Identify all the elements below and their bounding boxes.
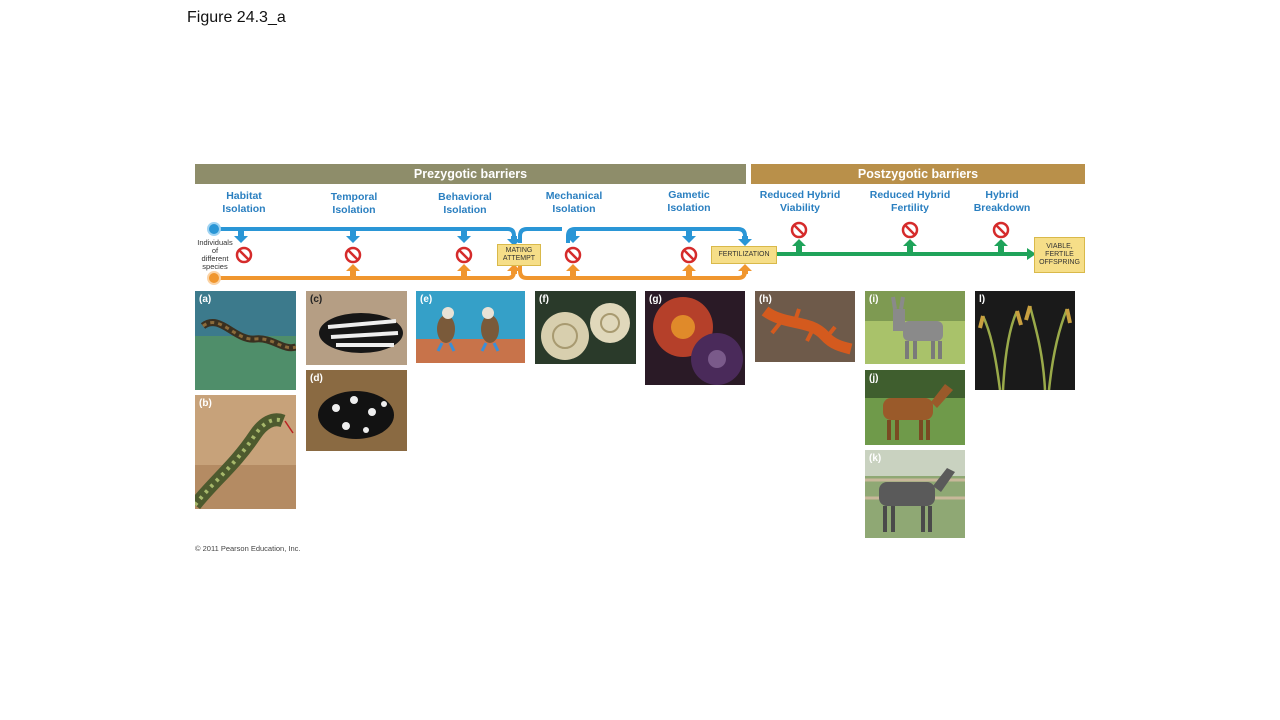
orange-up-arrow xyxy=(346,264,360,278)
barrier-label-line: Temporal xyxy=(330,191,378,203)
stop-sign-icon xyxy=(790,221,808,239)
tag-line: FERTILE xyxy=(1045,251,1074,258)
photo-label: (f) xyxy=(539,294,549,305)
blue-down-arrow xyxy=(682,229,696,243)
photo-horse: (j) xyxy=(865,370,965,445)
orange-flow-line xyxy=(518,266,747,280)
photo-western-spotted-skunk: (d) xyxy=(306,370,407,451)
orange-up-arrow xyxy=(566,264,580,278)
photo-label: (a) xyxy=(199,294,212,305)
prezygotic-band: Prezygotic barriers xyxy=(195,164,746,184)
barrier-label-line: Hybrid xyxy=(985,189,1019,201)
stop-sign-icon xyxy=(680,246,698,264)
barrier-label-line: Mechanical xyxy=(545,190,603,202)
photo-label: (g) xyxy=(649,294,662,305)
photo-salamander: (h) xyxy=(755,291,855,362)
blue-flow-line xyxy=(518,227,562,243)
individuals-label: Individuals of different species xyxy=(192,239,238,271)
barrier-label-breakdown: Hybrid Breakdown xyxy=(947,189,1057,215)
green-up-arrow xyxy=(994,239,1008,254)
green-arrowhead xyxy=(1027,248,1036,260)
barrier-label-fertility: Reduced Hybrid Fertility xyxy=(855,189,965,215)
photo-label: (d) xyxy=(310,373,323,384)
individuals-line: different xyxy=(201,254,229,263)
blue-down-arrow xyxy=(346,229,360,243)
tag-line: VIABLE, xyxy=(1046,243,1073,250)
barrier-label-line: Behavioral xyxy=(438,191,492,203)
orange-up-arrow xyxy=(507,264,521,274)
mating-attempt-tag: MATING ATTEMPT xyxy=(497,244,541,266)
photo-snails: (f) xyxy=(535,291,636,364)
blue-down-arrow xyxy=(234,229,248,243)
photo-donkey: (i) xyxy=(865,291,965,364)
photo-mule: (k) xyxy=(865,450,965,538)
figure-title: Figure 24.3_a xyxy=(187,9,286,26)
tag-line: MATING xyxy=(505,247,533,254)
barrier-label-line: Fertility xyxy=(891,202,929,214)
barrier-label-line: Gametic xyxy=(668,189,710,201)
stop-sign-icon xyxy=(455,246,473,264)
individuals-line: of xyxy=(211,246,219,255)
tag-line: OFFSPRING xyxy=(1039,259,1080,266)
photo-label: (h) xyxy=(759,294,772,305)
stop-sign-icon xyxy=(344,246,362,264)
photo-blue-footed-boobies: (e) xyxy=(416,291,525,363)
blue-down-arrow xyxy=(738,236,752,246)
orange-flow-line xyxy=(214,266,516,280)
photo-label: l) xyxy=(979,294,986,305)
viable-offspring-tag: VIABLE, FERTILE OFFSPRING xyxy=(1034,237,1085,273)
barrier-label-viability: Reduced Hybrid Viability xyxy=(745,189,855,215)
barrier-label-gametic: Gametic Isolation xyxy=(634,189,744,215)
postzygotic-band: Postzygotic barriers xyxy=(751,164,1085,184)
blue-flow-line xyxy=(214,227,516,242)
barrier-label-line: Isolation xyxy=(552,203,596,215)
stop-sign-icon xyxy=(564,246,582,264)
barrier-label-line: Habitat xyxy=(226,190,262,202)
barrier-label-habitat: Habitat Isolation xyxy=(189,190,299,216)
photo-rice-plants: l) xyxy=(975,291,1075,390)
barrier-label-line: Isolation xyxy=(222,203,266,215)
individuals-line: species xyxy=(202,262,228,271)
orange-up-arrow xyxy=(457,264,471,278)
stop-sign-icon xyxy=(235,246,253,264)
photo-label: (e) xyxy=(420,294,433,305)
orange-up-arrow xyxy=(738,264,752,274)
stop-sign-icon xyxy=(901,221,919,239)
tag-line: ATTEMPT xyxy=(502,255,536,262)
barrier-label-line: Breakdown xyxy=(973,202,1031,214)
photo-label: (i) xyxy=(869,294,879,305)
blue-flow-line xyxy=(566,227,747,243)
barrier-label-line: Isolation xyxy=(443,204,487,216)
barrier-label-line: Isolation xyxy=(332,204,376,216)
barrier-label-line: Viability xyxy=(779,202,821,214)
barrier-label-line: Isolation xyxy=(667,202,711,214)
photo-eastern-spotted-skunk: (c) xyxy=(306,291,407,365)
barrier-label-temporal: Temporal Isolation xyxy=(299,191,409,217)
blue-down-arrow xyxy=(457,229,471,243)
species-dot-blue xyxy=(207,222,221,236)
photo-water-snake: (a) xyxy=(195,291,296,390)
photo-label: (b) xyxy=(199,398,212,409)
species-dot-orange xyxy=(207,271,221,285)
photo-sea-urchins: (g) xyxy=(645,291,745,385)
green-up-arrow xyxy=(792,239,806,254)
photo-label: (c) xyxy=(310,294,323,305)
orange-up-arrow xyxy=(682,264,696,278)
photo-label: (j) xyxy=(869,373,879,384)
blue-down-arrow xyxy=(566,229,580,243)
copyright: © 2011 Pearson Education, Inc. xyxy=(195,544,301,553)
barrier-label-line: Reduced Hybrid xyxy=(759,189,841,201)
barrier-label-line: Reduced Hybrid xyxy=(869,189,951,201)
blue-down-arrow xyxy=(507,236,521,246)
fertilization-tag: FERTILIZATION xyxy=(711,246,777,264)
green-up-arrow xyxy=(903,239,917,254)
individuals-line: Individuals xyxy=(197,238,233,247)
stop-sign-icon xyxy=(992,221,1010,239)
photo-label: (k) xyxy=(869,453,882,464)
barrier-label-mechanical: Mechanical Isolation xyxy=(519,190,629,216)
photo-garter-snake: (b) xyxy=(195,395,296,509)
flow-diagram xyxy=(207,221,1036,285)
barrier-label-behavioral: Behavioral Isolation xyxy=(410,191,520,217)
